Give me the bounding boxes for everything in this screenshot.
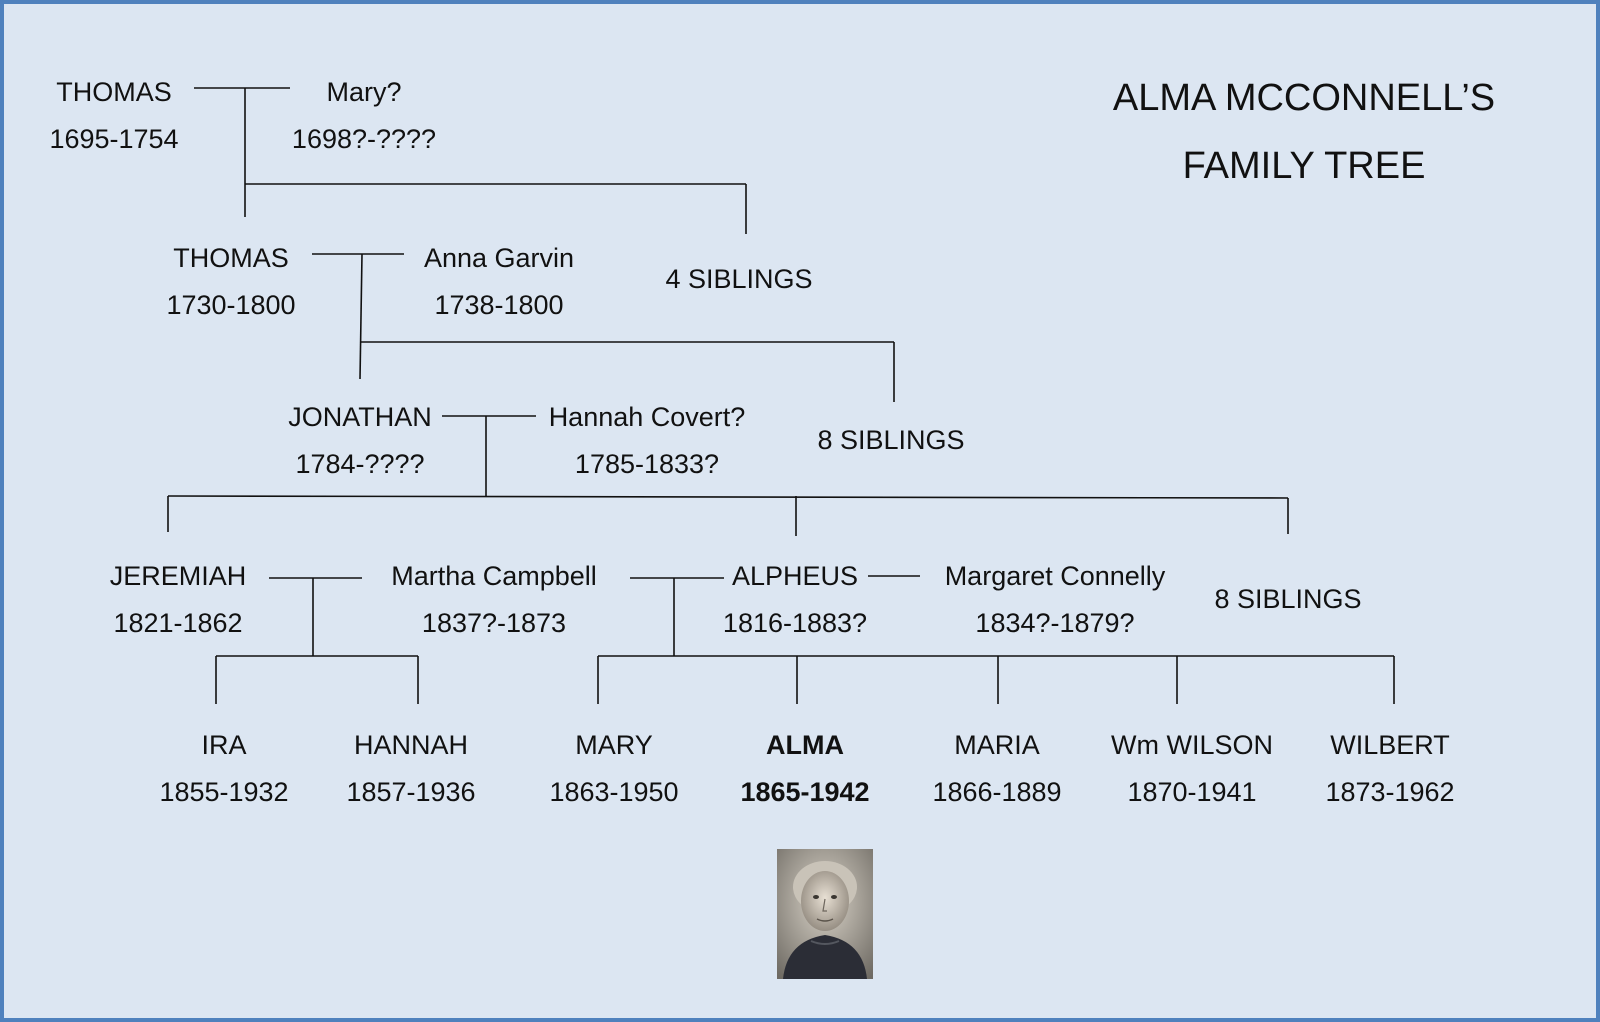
gen5-alma-name: ALMA: [766, 730, 844, 760]
gen1-thomas-years: 1695-1754: [49, 124, 179, 154]
descent-line-gen2: [359, 253, 363, 380]
gen3-jonathan-years: 1784-????: [295, 449, 425, 479]
gen3-hannah-name: Hannah Covert?: [548, 402, 746, 432]
gen4-siblings: 8 SIBLINGS: [1214, 584, 1362, 614]
gen2-anna-name: Anna Garvin: [423, 243, 575, 273]
gen1-mary-years: 1698?-????: [291, 124, 437, 154]
gen1-thomas-name: THOMAS: [56, 77, 172, 107]
gen4-margaret-years: 1834?-1879?: [975, 608, 1135, 638]
connector-lines: [167, 87, 1395, 704]
gen5-wilson-name: Wm WILSON: [1111, 730, 1273, 760]
gen4-alpheus-name: ALPHEUS: [731, 561, 859, 591]
gen5-wilson-years: 1870-1941: [1127, 777, 1257, 807]
gen5-maria-name: MARIA: [954, 730, 1040, 760]
gen5-hannah-name: HANNAH: [353, 730, 469, 760]
portrait-photo-icon: [777, 849, 873, 979]
gen3-jonathan-name: JONATHAN: [288, 402, 432, 432]
gen5-wilbert-name: WILBERT: [1330, 730, 1450, 760]
gen5-mary-name: MARY: [575, 730, 653, 760]
gen5-wilbert-years: 1873-1962: [1325, 777, 1455, 807]
tree-title-line2: FAMILY TREE: [1182, 145, 1426, 187]
gen4-martha-years: 1837?-1873: [421, 608, 567, 638]
gen5-ira-years: 1855-1932: [159, 777, 289, 807]
gen5-ira-name: IRA: [201, 730, 247, 760]
gen2-anna-years: 1738-1800: [434, 290, 564, 320]
portrait-photo-drawing: [777, 849, 873, 979]
gen4-jeremiah-years: 1821-1862: [113, 608, 243, 638]
gen4-margaret-name: Margaret Connelly: [944, 561, 1166, 591]
gen5-maria-years: 1866-1889: [932, 777, 1062, 807]
gen2-siblings: 4 SIBLINGS: [665, 264, 813, 294]
gen3-hannah-years: 1785-1833?: [574, 449, 720, 479]
gen4-jeremiah-name: JEREMIAH: [109, 561, 247, 591]
gen2-thomas-name: THOMAS: [173, 243, 289, 273]
gen5-alma-years: 1865-1942: [740, 777, 870, 807]
gen1-mary-name: Mary?: [326, 77, 402, 107]
gen2-thomas-years: 1730-1800: [166, 290, 296, 320]
gen4-alpheus-years: 1816-1883?: [722, 608, 868, 638]
children-bar-gen3: [167, 495, 1289, 499]
gen5-mary-years: 1863-1950: [549, 777, 679, 807]
gen4-martha-name: Martha Campbell: [391, 561, 597, 591]
gen3-siblings: 8 SIBLINGS: [817, 425, 965, 455]
gen5-hannah-years: 1857-1936: [346, 777, 476, 807]
tree-title-line1: ALMA MCCONNELL’S: [1112, 77, 1496, 119]
